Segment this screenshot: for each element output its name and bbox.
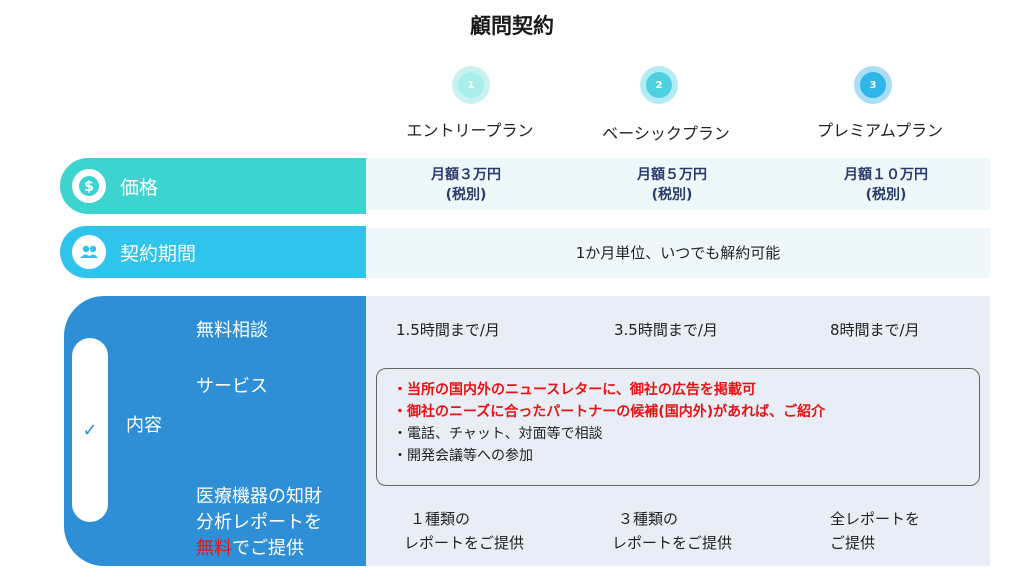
consult-basic: 3.5時間まで/月 [614,321,718,339]
report-free-text: 無料 [196,538,232,559]
plan-2-name: ベーシックプラン [602,124,730,143]
content-pill: ✓ [72,338,108,522]
consult-label: 無料相談 [196,320,268,341]
term-value: 1か月単位、いつでも解約可能 [575,244,781,262]
report-basic: ３種類の レポートをご提供 [612,507,732,555]
price-premium-amount: 月額１０万円 [844,167,928,183]
dollar-icon: $ [72,169,106,203]
page-title: 顧問契約 [470,14,554,38]
report-label-line2: 分析レポートを [196,512,322,533]
plan-2-badge: 2 [640,66,678,104]
term-row-bg [366,228,990,278]
service-item-3: ・電話、チャット、対面等で相談 [393,426,603,442]
report-label-line3: 無料でご提供 [196,536,322,562]
report-rest-text: でご提供 [232,538,304,559]
content-label: 内容 [126,415,162,436]
price-row-label: $ 価格 [60,158,366,214]
term-label: 契約期間 [120,242,197,265]
price-basic-amount: 月額５万円 [637,167,707,183]
report-premium-line2: ご提供 [830,534,876,552]
price-basic: 月額５万円 (税別) [572,165,772,205]
service-label: サービス [196,376,268,397]
plan-3-name: プレミアムプラン [817,121,943,140]
price-entry: 月額３万円 (税別) [366,165,566,205]
check-icon: ✓ [82,419,98,441]
term-row-label: 契約期間 [60,226,366,278]
service-item-1: ・当所の国内外のニュースレターに、御社の広告を掲載可 [393,382,756,398]
price-premium: 月額１０万円 (税別) [786,165,986,205]
price-premium-tax: (税別) [865,187,907,203]
price-basic-tax: (税別) [651,187,693,203]
plan-1-badge: 1 [452,66,490,104]
price-row-bg [366,158,990,210]
price-entry-amount: 月額３万円 [431,167,501,183]
report-entry-line2: レポートをご提供 [404,534,525,552]
plan-1-name: エントリープラン [406,121,534,140]
people-icon [72,235,106,269]
report-premium-line1: 全レポートを [830,510,921,528]
service-box: ・当所の国内外のニュースレターに、御社の広告を掲載可 ・御社のニーズに合ったパー… [376,368,980,486]
report-basic-line2: レポートをご提供 [612,534,733,552]
report-label: 医療機器の知財 分析レポートを 無料でご提供 [196,484,322,562]
service-item-2: ・御社のニーズに合ったパートナーの候補(国内外)があれば、ご紹介 [393,404,826,420]
content-row-label [64,296,366,566]
report-entry: １種類の レポートをご提供 [404,507,524,555]
report-label-line1: 医療機器の知財 [196,486,322,507]
consult-entry: 1.5時間まで/月 [396,321,500,339]
price-label: 価格 [120,176,159,199]
svg-text:$: $ [84,179,94,195]
report-basic-line1: ３種類の [618,510,679,528]
plan-3-number: 3 [860,72,886,98]
report-entry-line1: １種類の [410,510,471,528]
consult-premium: 8時間まで/月 [830,321,920,339]
plan-2-number: 2 [646,72,672,98]
plan-1-number: 1 [458,72,484,98]
report-premium: 全レポートを ご提供 [830,507,920,555]
plan-3-badge: 3 [854,66,892,104]
price-entry-tax: (税別) [445,187,487,203]
service-item-4: ・開発会議等への参加 [393,448,533,464]
